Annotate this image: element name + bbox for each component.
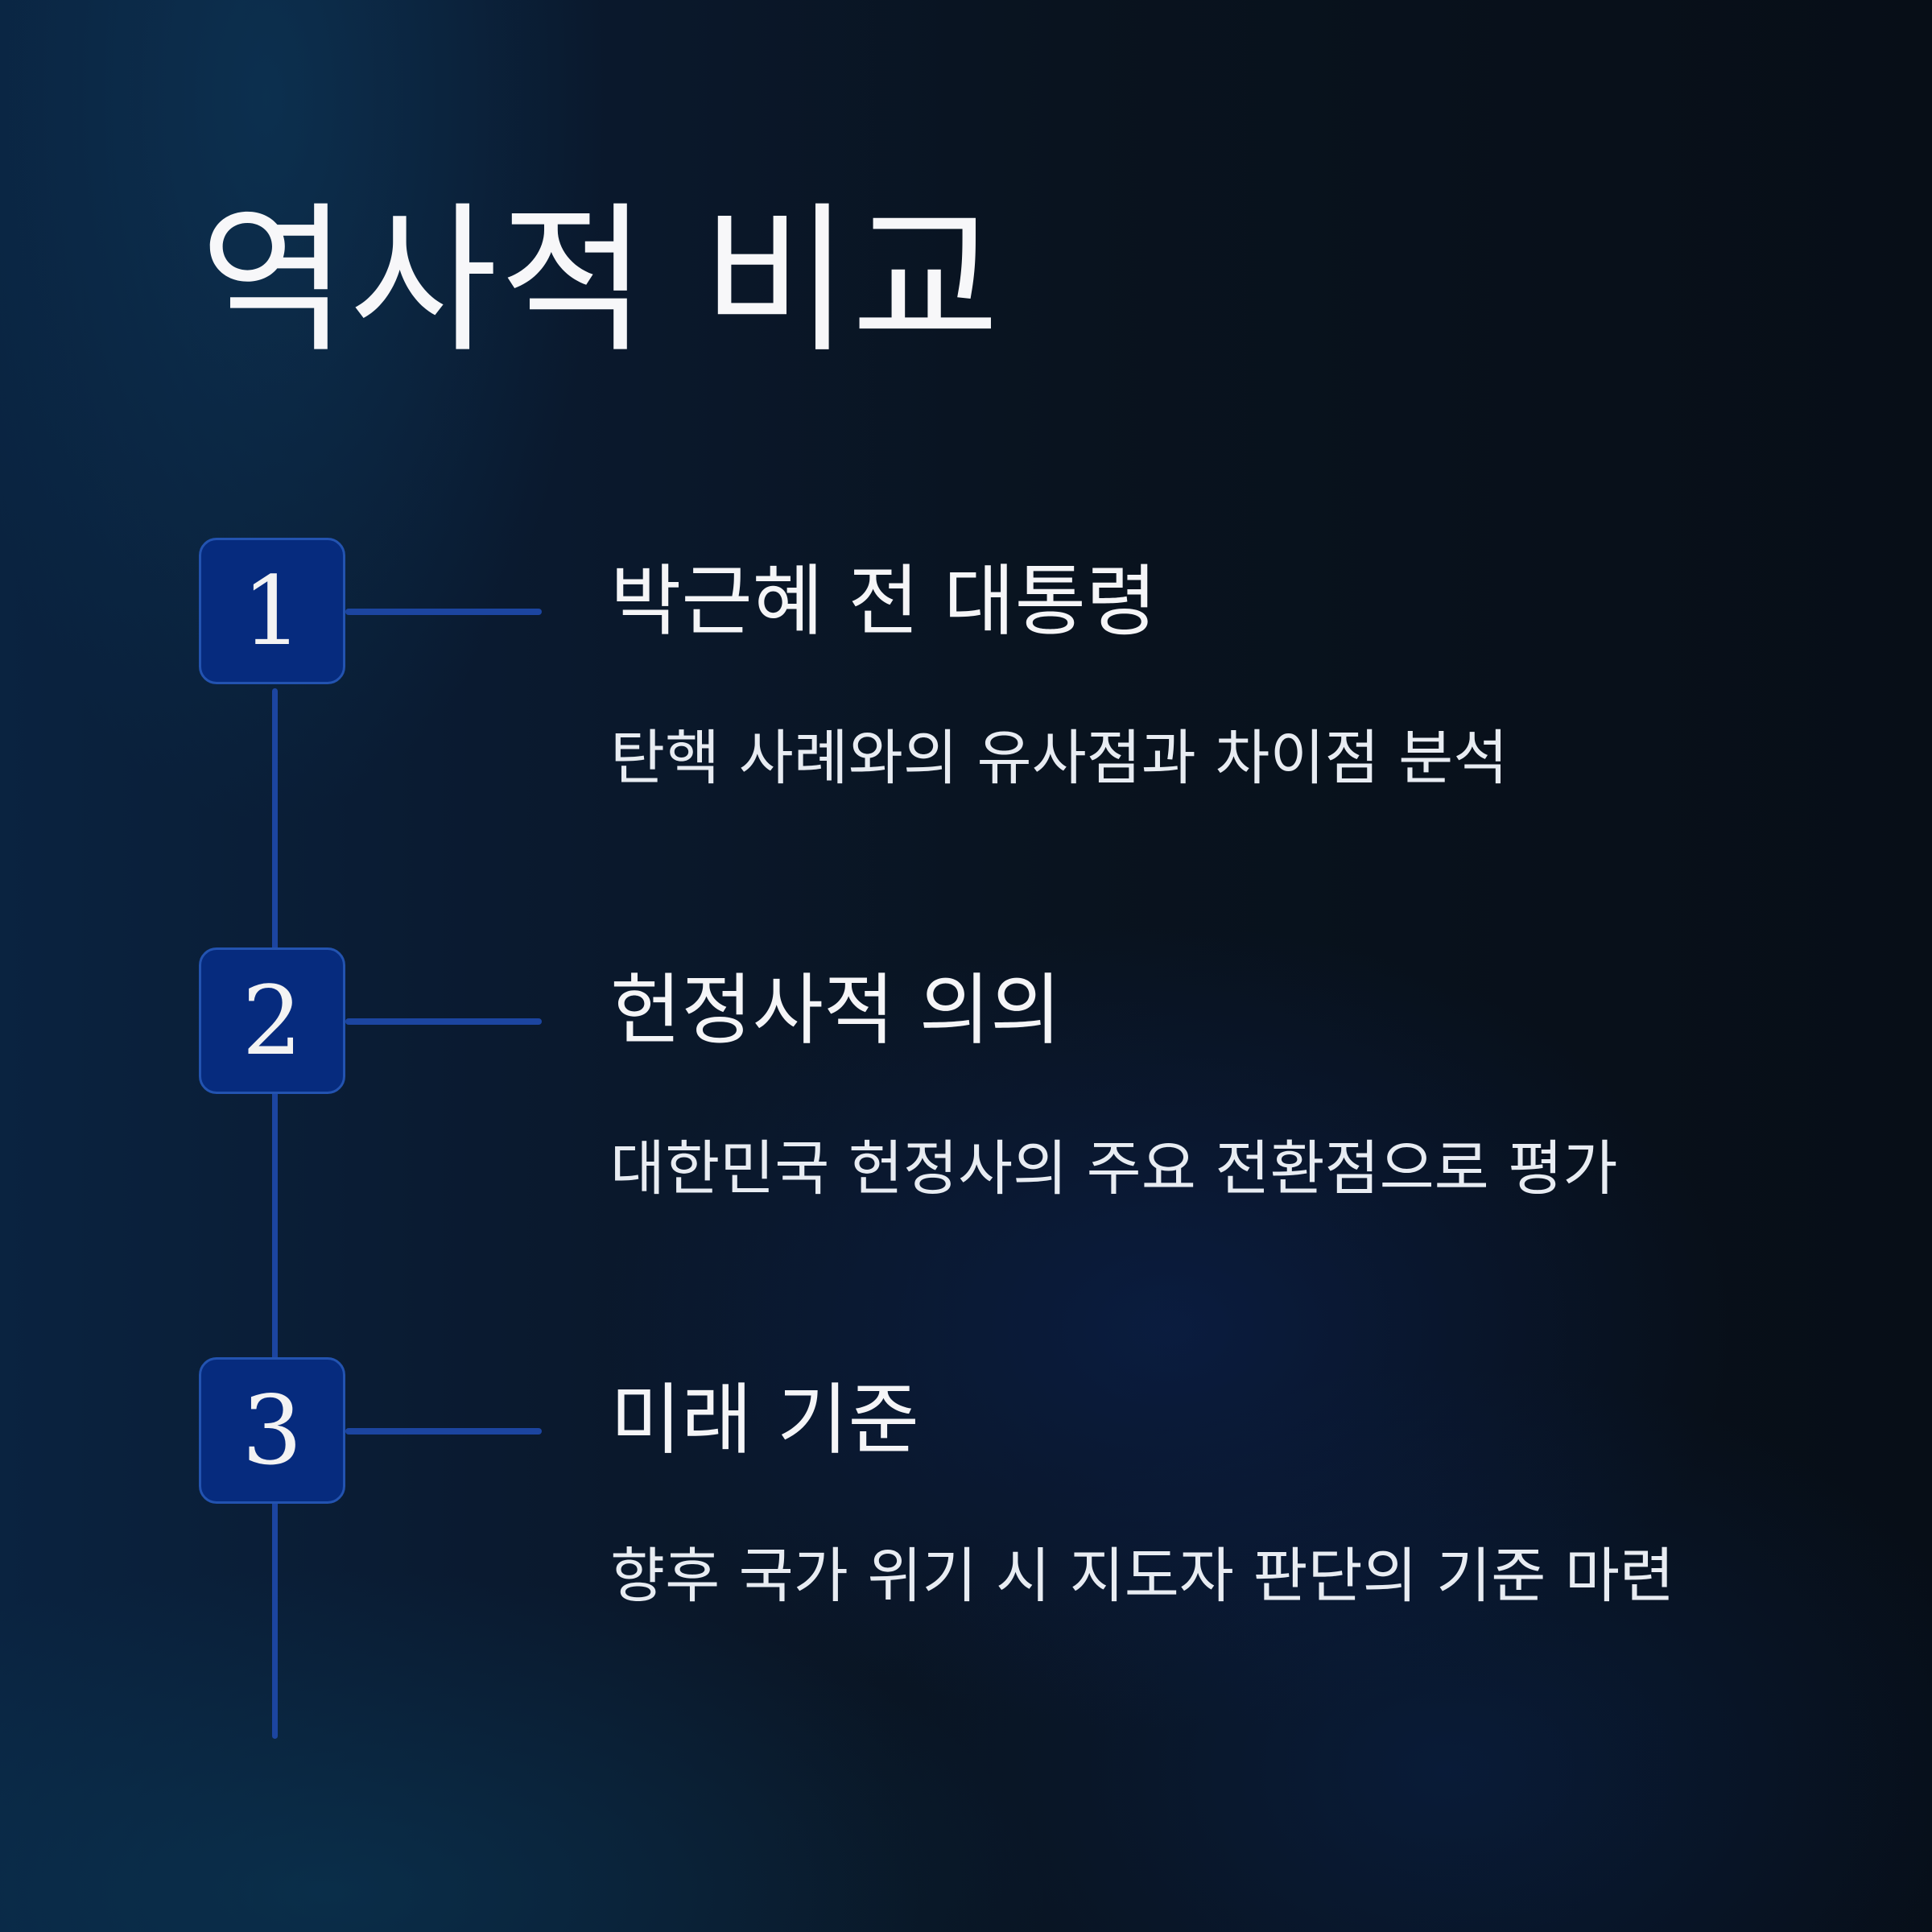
step-connector (345, 609, 542, 615)
step-description: 대한민국 헌정사의 주요 전환점으로 평가 (610, 1134, 1618, 1203)
step-number-badge: 2 (199, 947, 345, 1094)
step-description: 탄핵 사례와의 유사점과 차이점 분석 (610, 724, 1509, 793)
step-description: 향후 국가 위기 시 지도자 판단의 기준 마련 (610, 1542, 1675, 1611)
step-number-badge: 1 (199, 538, 345, 684)
timeline-line (272, 688, 278, 1739)
step-number-badge: 3 (199, 1357, 345, 1504)
step-connector (345, 1018, 542, 1025)
page-title: 역사적 비교 (200, 188, 1001, 375)
step-title: 박근혜 전 대통령 (610, 556, 1158, 646)
step-title: 미래 기준 (610, 1375, 919, 1465)
step-connector (345, 1428, 542, 1435)
step-title: 헌정사적 의의 (610, 965, 1062, 1055)
